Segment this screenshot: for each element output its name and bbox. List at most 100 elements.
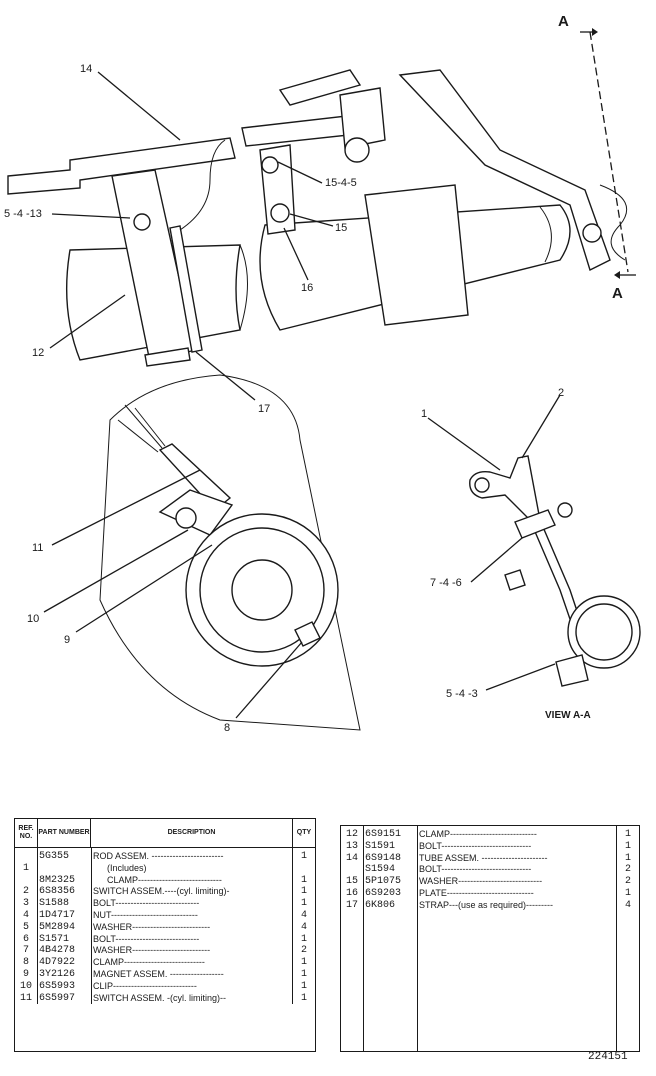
desc-cell: BOLT------------------------------ xyxy=(419,864,532,875)
desc-cell: TUBE ASSEM. ---------------------- xyxy=(419,852,548,863)
clip-10 xyxy=(158,489,234,536)
header-ref: REF. NO. xyxy=(15,819,38,847)
magnet-assembly-9 xyxy=(185,513,339,667)
plate-16 xyxy=(259,144,296,235)
switch-wire xyxy=(179,139,226,231)
ref-cell xyxy=(341,864,363,876)
part-cell: 5M2894 xyxy=(39,921,76,933)
callout-2: 2 xyxy=(558,387,564,399)
callout-12: 12 xyxy=(32,347,44,359)
qty-cell: 2 xyxy=(300,945,307,957)
ref-cell: 13 xyxy=(345,840,358,852)
qty-cell: 2 xyxy=(624,876,631,888)
part-cell: 6S5993 xyxy=(39,980,76,992)
parts-table-left: REF. NO. PART NUMBER DESCRIPTION QTY 5G3… xyxy=(14,818,316,1052)
qty-cell: 1 xyxy=(300,933,307,945)
desc-cell: CLAMP--------------------------- xyxy=(93,957,205,968)
switch-assembly-11 xyxy=(117,404,232,511)
clamp-12 xyxy=(111,169,203,367)
cutaway-boundary xyxy=(99,374,361,731)
qty-cell: 1 xyxy=(300,886,307,898)
callout-10: 10 xyxy=(27,613,39,625)
ref-cell: 7 xyxy=(22,945,29,957)
ref-cell: 15 xyxy=(345,876,358,888)
ref-cell: 12 xyxy=(345,829,358,840)
callout-5-4-13: 5 -4 -13 xyxy=(4,208,42,220)
part-cell xyxy=(37,863,93,875)
figure-number: 224151 xyxy=(588,1051,628,1063)
header-qty: QTY xyxy=(296,829,312,836)
table-row: 13 S1591 BOLT-----------------------------… xyxy=(341,841,639,853)
desc-cell: CLAMP---------------------------- xyxy=(107,874,222,885)
part-cell: S1594 xyxy=(365,864,396,876)
ref-cell: 10 xyxy=(19,980,32,992)
part-cell: 6S9203 xyxy=(365,887,402,899)
desc-cell: BOLT------------------------------ xyxy=(419,840,532,851)
qty-cell: 1 xyxy=(300,874,307,886)
qty-cell: 1 xyxy=(300,851,307,862)
callout-7-4-6: 7 -4 -6 xyxy=(430,577,462,589)
part-cell: S1591 xyxy=(365,840,396,852)
ref-cell: 16 xyxy=(345,887,358,899)
upper-bracket xyxy=(278,69,611,271)
ref-cell: 9 xyxy=(22,968,29,980)
table-row: 1 (Includes) xyxy=(15,863,315,875)
callout-15: 15 xyxy=(335,222,347,234)
desc-cell: (Includes) xyxy=(107,862,147,873)
magnet-block xyxy=(364,184,469,326)
part-cell: 6S9151 xyxy=(365,829,402,840)
rod-assembly-14 xyxy=(7,114,359,195)
table-header: REF. NO. PART NUMBER DESCRIPTION QTY xyxy=(15,819,315,848)
ref-cell xyxy=(15,851,37,863)
header-part-number: PART NUMBER xyxy=(38,819,91,847)
desc-cell: BOLT---------------------------- xyxy=(93,933,200,944)
qty-cell xyxy=(293,863,315,875)
desc-cell: MAGNET ASSEM. ------------------ xyxy=(93,968,224,979)
desc-cell: CLAMP----------------------------- xyxy=(419,829,537,839)
qty-cell: 1 xyxy=(624,829,631,840)
part-cell: 6S8356 xyxy=(39,886,76,898)
ref-cell: 17 xyxy=(345,899,358,911)
callout-8: 8 xyxy=(224,722,230,734)
ref-cell: 8 xyxy=(22,957,29,969)
callout-14: 14 xyxy=(80,63,92,75)
desc-cell: WASHER---------------------------- xyxy=(419,876,543,887)
desc-cell: CLIP---------------------------- xyxy=(93,980,197,991)
table-row: 10 6S5993 CLIP----------------------------… xyxy=(15,981,315,993)
ref-cell: 2 xyxy=(22,886,29,898)
table-row: 15 5P1075 WASHER--------------------------… xyxy=(341,876,639,888)
part-cell: 4D7922 xyxy=(39,957,76,969)
callout-11: 11 xyxy=(32,542,43,554)
qty-cell: 1 xyxy=(300,980,307,992)
header-description: DESCRIPTION xyxy=(91,819,293,847)
ref-cell: 4 xyxy=(22,909,29,921)
clamp-8 xyxy=(294,621,321,647)
qty-cell: 1 xyxy=(624,887,631,899)
ref-cell: 1 xyxy=(22,862,29,874)
callout-17: 17 xyxy=(258,403,270,415)
ref-cell: 5 xyxy=(22,921,29,933)
view-a-a-detail xyxy=(469,455,641,687)
view-label: VIEW A-A xyxy=(545,710,591,721)
part-cell: 8M2325 xyxy=(39,874,76,886)
ref-cell: 3 xyxy=(22,898,29,910)
table-row: 8M2325 CLAMP---------------------------- 1 xyxy=(15,875,315,887)
callout-a-top: A xyxy=(558,13,569,30)
part-cell: 5G355 xyxy=(39,851,70,862)
part-cell: 4B4278 xyxy=(39,945,76,957)
callout-9: 9 xyxy=(64,634,70,646)
break-line xyxy=(599,184,628,261)
part-cell: 5P1075 xyxy=(365,876,402,888)
qty-cell: 4 xyxy=(300,909,307,921)
